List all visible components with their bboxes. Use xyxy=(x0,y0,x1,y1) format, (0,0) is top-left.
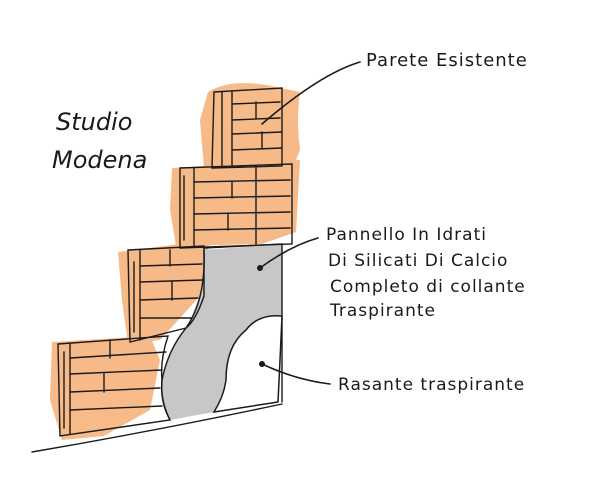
label-panel-line-3: Completo di collante xyxy=(330,277,526,297)
label-panel-line-4: Traspirante xyxy=(329,301,436,321)
brand-line-1: Studio xyxy=(56,108,132,136)
calcium-silicate-panel xyxy=(161,244,282,420)
label-panel-line-2: Di Silicati Di Calcio xyxy=(328,251,508,271)
label-existing-wall: Parete Esistente xyxy=(366,50,528,71)
existing-wall-bricks xyxy=(31,87,293,453)
breathable-render xyxy=(212,315,283,413)
brand-line-2: Modena xyxy=(52,146,147,174)
label-panel-line-1: Pannello In Idrati xyxy=(326,225,487,245)
label-breathable-render: Rasante traspirante xyxy=(338,375,525,395)
leader-lines xyxy=(259,61,361,385)
